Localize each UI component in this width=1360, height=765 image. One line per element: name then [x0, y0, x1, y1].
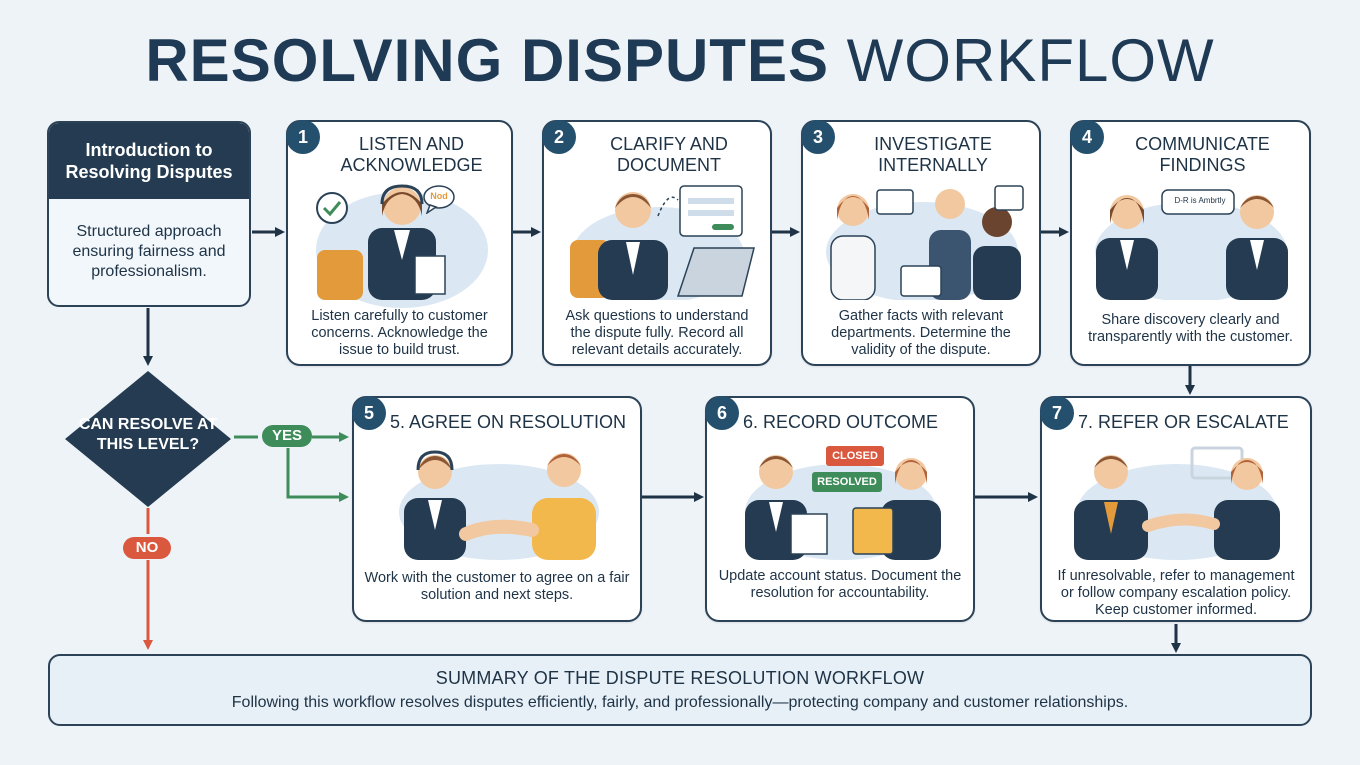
page-title: RESOLVING DISPUTES WORKFLOW: [0, 26, 1360, 96]
team-investigation-illustration: [826, 185, 1024, 300]
title-part-1: RESOLVING DISPUTES: [145, 27, 829, 94]
step-4-description: Share discovery clearly and transparentl…: [1088, 312, 1293, 345]
step-4-title: COMMUNICATE FINDINGS: [1135, 134, 1270, 175]
step-6-description: Update account status. Document the reso…: [718, 568, 962, 601]
step-5-description: Work with the customer to agree on a fai…: [364, 570, 630, 603]
step-2-description: Ask questions to understand the dispute …: [565, 308, 749, 358]
documenting-agent-illustration: [570, 185, 755, 300]
summary-box: SUMMARY OF THE DISPUTE RESOLUTION WORKFL…: [48, 654, 1312, 726]
yes-label: YES: [262, 425, 312, 447]
communicating-illustration: [1095, 189, 1288, 300]
step-2-title: CLARIFY AND DOCUMENT: [610, 134, 728, 175]
resolved-tag: RESOLVED: [812, 472, 882, 492]
summary-text: Following this workflow resolves dispute…: [231, 694, 1129, 711]
step-7-title: 7. REFER OR ESCALATE: [1078, 412, 1289, 432]
step-2-badge: 2: [542, 120, 576, 154]
step-6-card: 6 6. RECORD OUTCOME CLOSED RESOLVED Upda…: [705, 396, 975, 622]
decision-diamond: [65, 371, 231, 507]
no-label: NO: [123, 537, 171, 559]
step-3-card: 3 INVESTIGATE INTERNALLY Gather facts wi…: [801, 120, 1041, 366]
step-3-title: INVESTIGATE INTERNALLY: [874, 134, 992, 175]
title-part-2: WORKFLOW: [846, 27, 1215, 94]
record-outcome-illustration: [745, 455, 941, 560]
step-6-title: 6. RECORD OUTCOME: [743, 412, 939, 432]
handshake-illustration: [399, 450, 599, 560]
intro-body: Structured approach ensuring fairness an…: [72, 223, 226, 280]
summary-title: SUMMARY OF THE DISPUTE RESOLUTION WORKFL…: [435, 668, 925, 688]
step-3-badge: 3: [801, 120, 835, 154]
step-7-card: 7 7. REFER OR ESCALATE If unresolvable, …: [1040, 396, 1312, 622]
step-1-badge: 1: [286, 120, 320, 154]
step-3-description: Gather facts with relevant departments. …: [831, 308, 1011, 358]
step-7-badge: 7: [1040, 396, 1074, 430]
step-5-badge: 5: [352, 396, 386, 430]
intro-heading: Introduction to Resolving Disputes: [49, 123, 249, 199]
step-4-badge: 4: [1070, 120, 1104, 154]
intro-box: Introduction to Resolving Disputes Struc…: [47, 121, 251, 307]
closed-tag: CLOSED: [826, 446, 884, 466]
findings-bubble-text: D-R is Ambrtly: [1174, 196, 1226, 205]
step-1-description: Listen carefully to customer concerns. A…: [311, 308, 488, 358]
step-6-badge: 6: [705, 396, 739, 430]
step-1-card: 1 LISTEN AND ACKNOWLEDGE Nod Listen care…: [286, 120, 513, 366]
listening-agent-illustration: [316, 184, 488, 308]
step-7-description: If unresolvable, refer to management or …: [1057, 568, 1295, 618]
step-1-title: LISTEN AND ACKNOWLEDGE: [340, 134, 483, 175]
arrow-yes-bottom: [286, 448, 349, 502]
step-2-card: 2 CLARIFY AND DOCUMENT Ask questions to …: [542, 120, 772, 366]
decision-label: CAN RESOLVE AT THIS LEVEL?: [78, 416, 218, 453]
step-5-card: 5 5. AGREE ON RESOLUTION Work with the c…: [352, 396, 642, 622]
escalation-illustration: [1074, 446, 1280, 560]
step-5-title: 5. AGREE ON RESOLUTION: [390, 412, 627, 432]
speech-bubble-shape: [423, 185, 455, 214]
speech-bubble-text: Nod: [430, 191, 448, 201]
step-4-card: 4 COMMUNICATE FINDINGS D-R is Ambrtly Sh…: [1070, 120, 1311, 366]
